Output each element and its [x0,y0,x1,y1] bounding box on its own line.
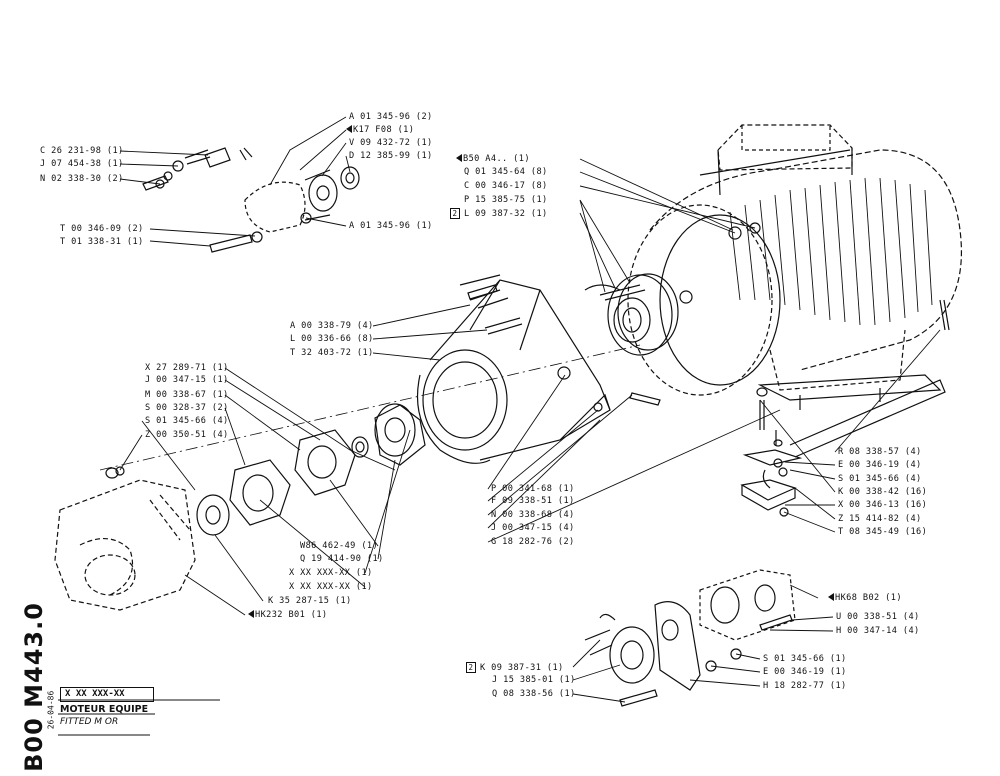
callout-t3240372: T 32 403-72 (1) [290,348,374,358]
arrow-marker-icon [456,154,462,162]
callout-hk232: HK232 B01 (1) [248,610,327,620]
callout-l0938732-box: 2 [450,208,460,219]
callout-c0034617: C 00 346-17 (8) [464,181,548,191]
title-french: MOTEUR EQUIPE [60,704,149,715]
callout-b50: B50 A4.. (1) [456,154,530,164]
callout-q0134564: Q 01 345-64 (8) [464,167,548,177]
callout-t0034609: T 00 346-09 (2) [60,224,144,234]
callout-l0938732-text: L 09 387-32 (1) [464,209,548,219]
callout-p0034168: P 00 341-68 (1) [491,484,575,494]
callout-t0133831: T 01 338-31 (1) [60,237,144,247]
callout-hk232-text: HK232 B01 (1) [255,610,328,620]
document-date: 26-04-86 [45,680,57,740]
callout-l0938732: 2 L 09 387-32 (1) [450,208,548,219]
callout-m0033867: M 00 338-67 (1) [145,390,229,400]
callout-hk68: HK68 B02 (1) [828,593,902,603]
motor-drawing [584,124,962,410]
callout-z0035051: Z 00 350-51 (4) [145,430,229,440]
callout-a0134596-top: A 01 345-96 (2) [349,112,433,122]
arrow-marker-icon [248,610,254,618]
document-code: X XX XXX-XX [60,687,154,702]
callout-s0134566-low: S 01 345-66 (1) [763,654,847,664]
callout-n0233830: N 02 338-30 (2) [40,174,124,184]
coupling-drawing [196,403,426,536]
callout-s0134566-right: S 01 345-66 (4) [838,474,922,484]
callout-k0938731: 2 K 09 387-31 (1) [466,662,564,673]
callout-r0833857: R 08 338-57 (4) [838,447,922,457]
callout-h0034714: H 00 347-14 (4) [836,626,920,636]
callout-x0034613: X 00 346-13 (16) [838,500,928,510]
callout-xx2: X XX XXX-XX (1) [289,582,373,592]
callout-a0134596-bottom: A 01 345-96 (1) [349,221,433,231]
title-block: X XX XXX-XX MOTEUR EQUIPE FITTED M OR [58,687,278,733]
pump-drawing [54,479,196,611]
callout-s0032837: S 00 328-37 (2) [145,403,229,413]
callout-u0033851: U 00 338-51 (4) [836,612,920,622]
callout-k0938731-text: K 09 387-31 (1) [480,663,564,673]
document-number-text: B00 M443.0 [20,602,48,772]
callout-l0033666: L 00 336-66 (8) [290,334,374,344]
callout-hk68-text: HK68 B02 (1) [835,593,902,603]
callout-j1538501: J 15 385-01 (1) [492,675,576,685]
callout-x2728971: X 27 289-71 (1) [145,363,229,373]
bellhousing-drawing [416,274,661,464]
callout-z1541482: Z 15 414-82 (4) [838,514,922,524]
document-date-text: 26-04-86 [46,690,56,730]
callout-n0033868: N 00 338-68 (4) [491,510,575,520]
callout-q1941490: Q 19 414-90 (1) [300,554,384,564]
callout-k17: K17 F08 (1) [346,125,414,135]
callout-k17-text: K17 F08 (1) [353,125,415,135]
arrow-marker-icon [828,593,834,601]
callout-b50-text: B50 A4.. (1) [463,154,530,164]
callout-s0134566-left: S 01 345-66 (4) [145,416,229,426]
callout-j0034715-left: J 00 347-15 (1) [145,375,229,385]
callout-j0745438: J 07 454-38 (1) [40,159,124,169]
callout-v0943272: V 09 432-72 (1) [349,138,433,148]
callout-g1828276: G 18 282-76 (2) [491,537,575,547]
callout-q0833856: Q 08 338-56 (1) [492,689,576,699]
callout-p1538575: P 15 385-75 (1) [464,195,548,205]
callout-j0034715-mid: J 00 347-15 (4) [491,523,575,533]
callout-t0834549: T 08 345-49 (16) [838,527,928,537]
callout-k0033842: K 00 338-42 (16) [838,487,928,497]
callout-h1828277: H 18 282-77 (1) [763,681,847,691]
callout-d1238599: D 12 385-99 (1) [349,151,433,161]
callout-e0034619-low: E 00 346-19 (1) [763,667,847,677]
title-english: FITTED M OR [60,717,119,727]
callout-c2623198: C 26 231-98 (1) [40,146,124,156]
callout-w86: W86 462-49 (1) [300,541,379,551]
callout-e0034619-right: E 00 346-19 (4) [838,460,922,470]
arrow-marker-icon [346,125,352,133]
callout-k0938731-box: 2 [466,662,476,673]
callout-a0033879: A 00 338-79 (4) [290,321,374,331]
callout-xx1: X XX XXX-XX (1) [289,568,373,578]
callout-f0933851: F 09 338-51 (1) [491,496,575,506]
pump-drive-drawing [142,147,360,253]
callout-k3528715: K 35 287-15 (1) [268,596,352,606]
